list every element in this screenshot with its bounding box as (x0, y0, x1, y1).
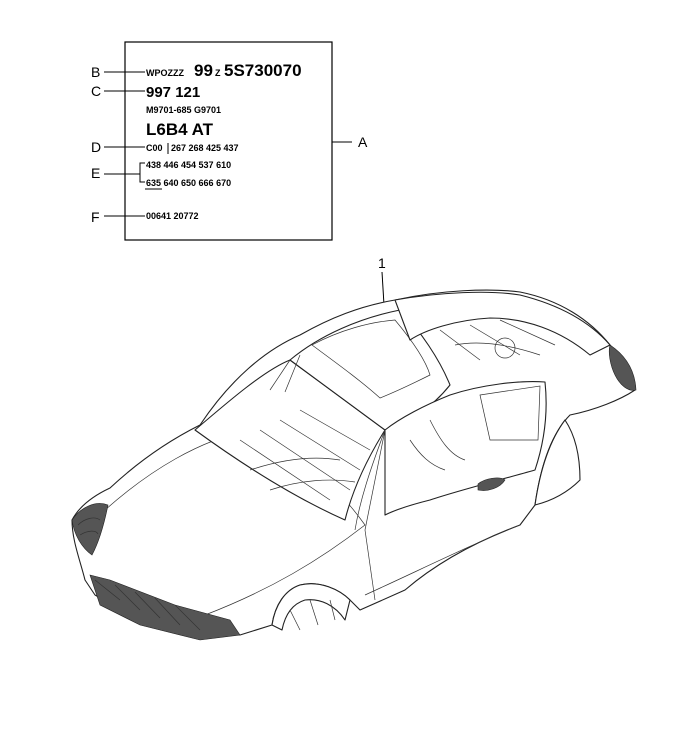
plate-serial: 5S730070 (224, 61, 302, 80)
plate-options-row3: 635 640 650 666 670 (146, 178, 231, 188)
callout-b: B (91, 64, 100, 80)
callout-f: F (91, 209, 100, 225)
plate-production-code: 00641 20772 (146, 211, 199, 221)
callout-a: A (358, 134, 368, 150)
plate-model-year: 99 (194, 61, 213, 80)
plate-engine-gearbox: M9701-685 G9701 (146, 105, 221, 115)
plate-paint-code: L6B4 AT (146, 120, 214, 139)
car-body-shell: 1 (71, 255, 637, 641)
plate-vin-prefix: WPOZZZ (146, 68, 184, 78)
plate-options-row2: 438 446 454 537 610 (146, 160, 231, 170)
plate-country-code: C00 (146, 143, 163, 153)
plate-vin-sub: Z (215, 68, 221, 78)
plate-options-row1: 267 268 425 437 (171, 143, 239, 153)
plate-type-number: 997 121 (146, 84, 200, 101)
plate-frame (124, 41, 333, 241)
identification-plate: WPOZZZ 99 Z 5S730070 997 121 M9701-685 G… (124, 41, 333, 241)
part-number-1: 1 (378, 255, 386, 271)
callout-c: C (91, 83, 101, 99)
callout-d: D (91, 139, 101, 155)
callout-e: E (91, 165, 100, 181)
plate-callouts: A B C D E F (91, 64, 368, 225)
